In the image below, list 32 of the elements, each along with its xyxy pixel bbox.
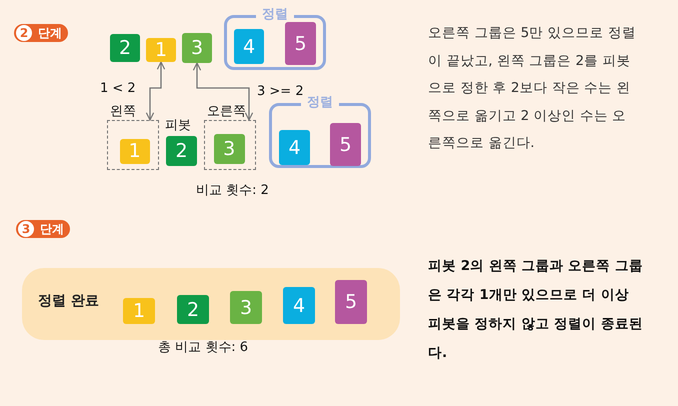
number-card: 1 [123,298,155,324]
group-label: 오른쪽 [207,103,246,120]
number-card: 4 [283,287,315,324]
number-card: 5 [330,123,361,166]
number-card: 4 [234,29,264,64]
number-card: 2 [110,34,140,62]
comparison-count: 총 비교 횟수: 6 [158,339,248,356]
number-card: 3 [214,134,245,164]
connector-arrow [146,61,166,121]
number-card: 3 [182,33,212,63]
step-number: 2 [16,25,32,41]
connector-arrow [192,62,254,121]
description-text: 피봇 2의 왼쪽 그룹과 오른쪽 그룹은 각각 1개만 있으므로 더 이상 피봇을 정하지 않고 정렬이 종료된다. [428,257,644,363]
comparison-count: 비교 횟수: 2 [196,182,269,199]
number-card: 5 [285,22,316,65]
group-label: 왼쪽 [110,103,136,120]
number-card: 4 [279,130,310,165]
result-band [22,268,400,340]
group-heading: 정렬 [256,5,294,23]
step-label: 단계 [38,26,62,40]
number-card: 3 [230,291,262,324]
number-card: 1 [120,138,150,164]
step-label: 단계 [40,222,64,236]
group-heading: 정렬 [301,93,339,111]
band-label: 정렬 완료 [38,292,99,310]
pivot-label: 피봇 [165,117,191,134]
number-card: 2 [166,136,197,166]
step-number: 3 [18,221,34,237]
number-card: 5 [335,280,367,324]
number-card: 1 [146,38,176,62]
description-text: 오른쪽 그룹은 5만 있으므로 정렬이 끝났고, 왼쪽 그룹은 2를 피봇으로 정한 후 2보다 작은 수는 왼쪽으로 옮기고 2 이상인 수는 오른쪽으로 옮긴다. [428,24,637,153]
number-card: 2 [177,295,209,324]
